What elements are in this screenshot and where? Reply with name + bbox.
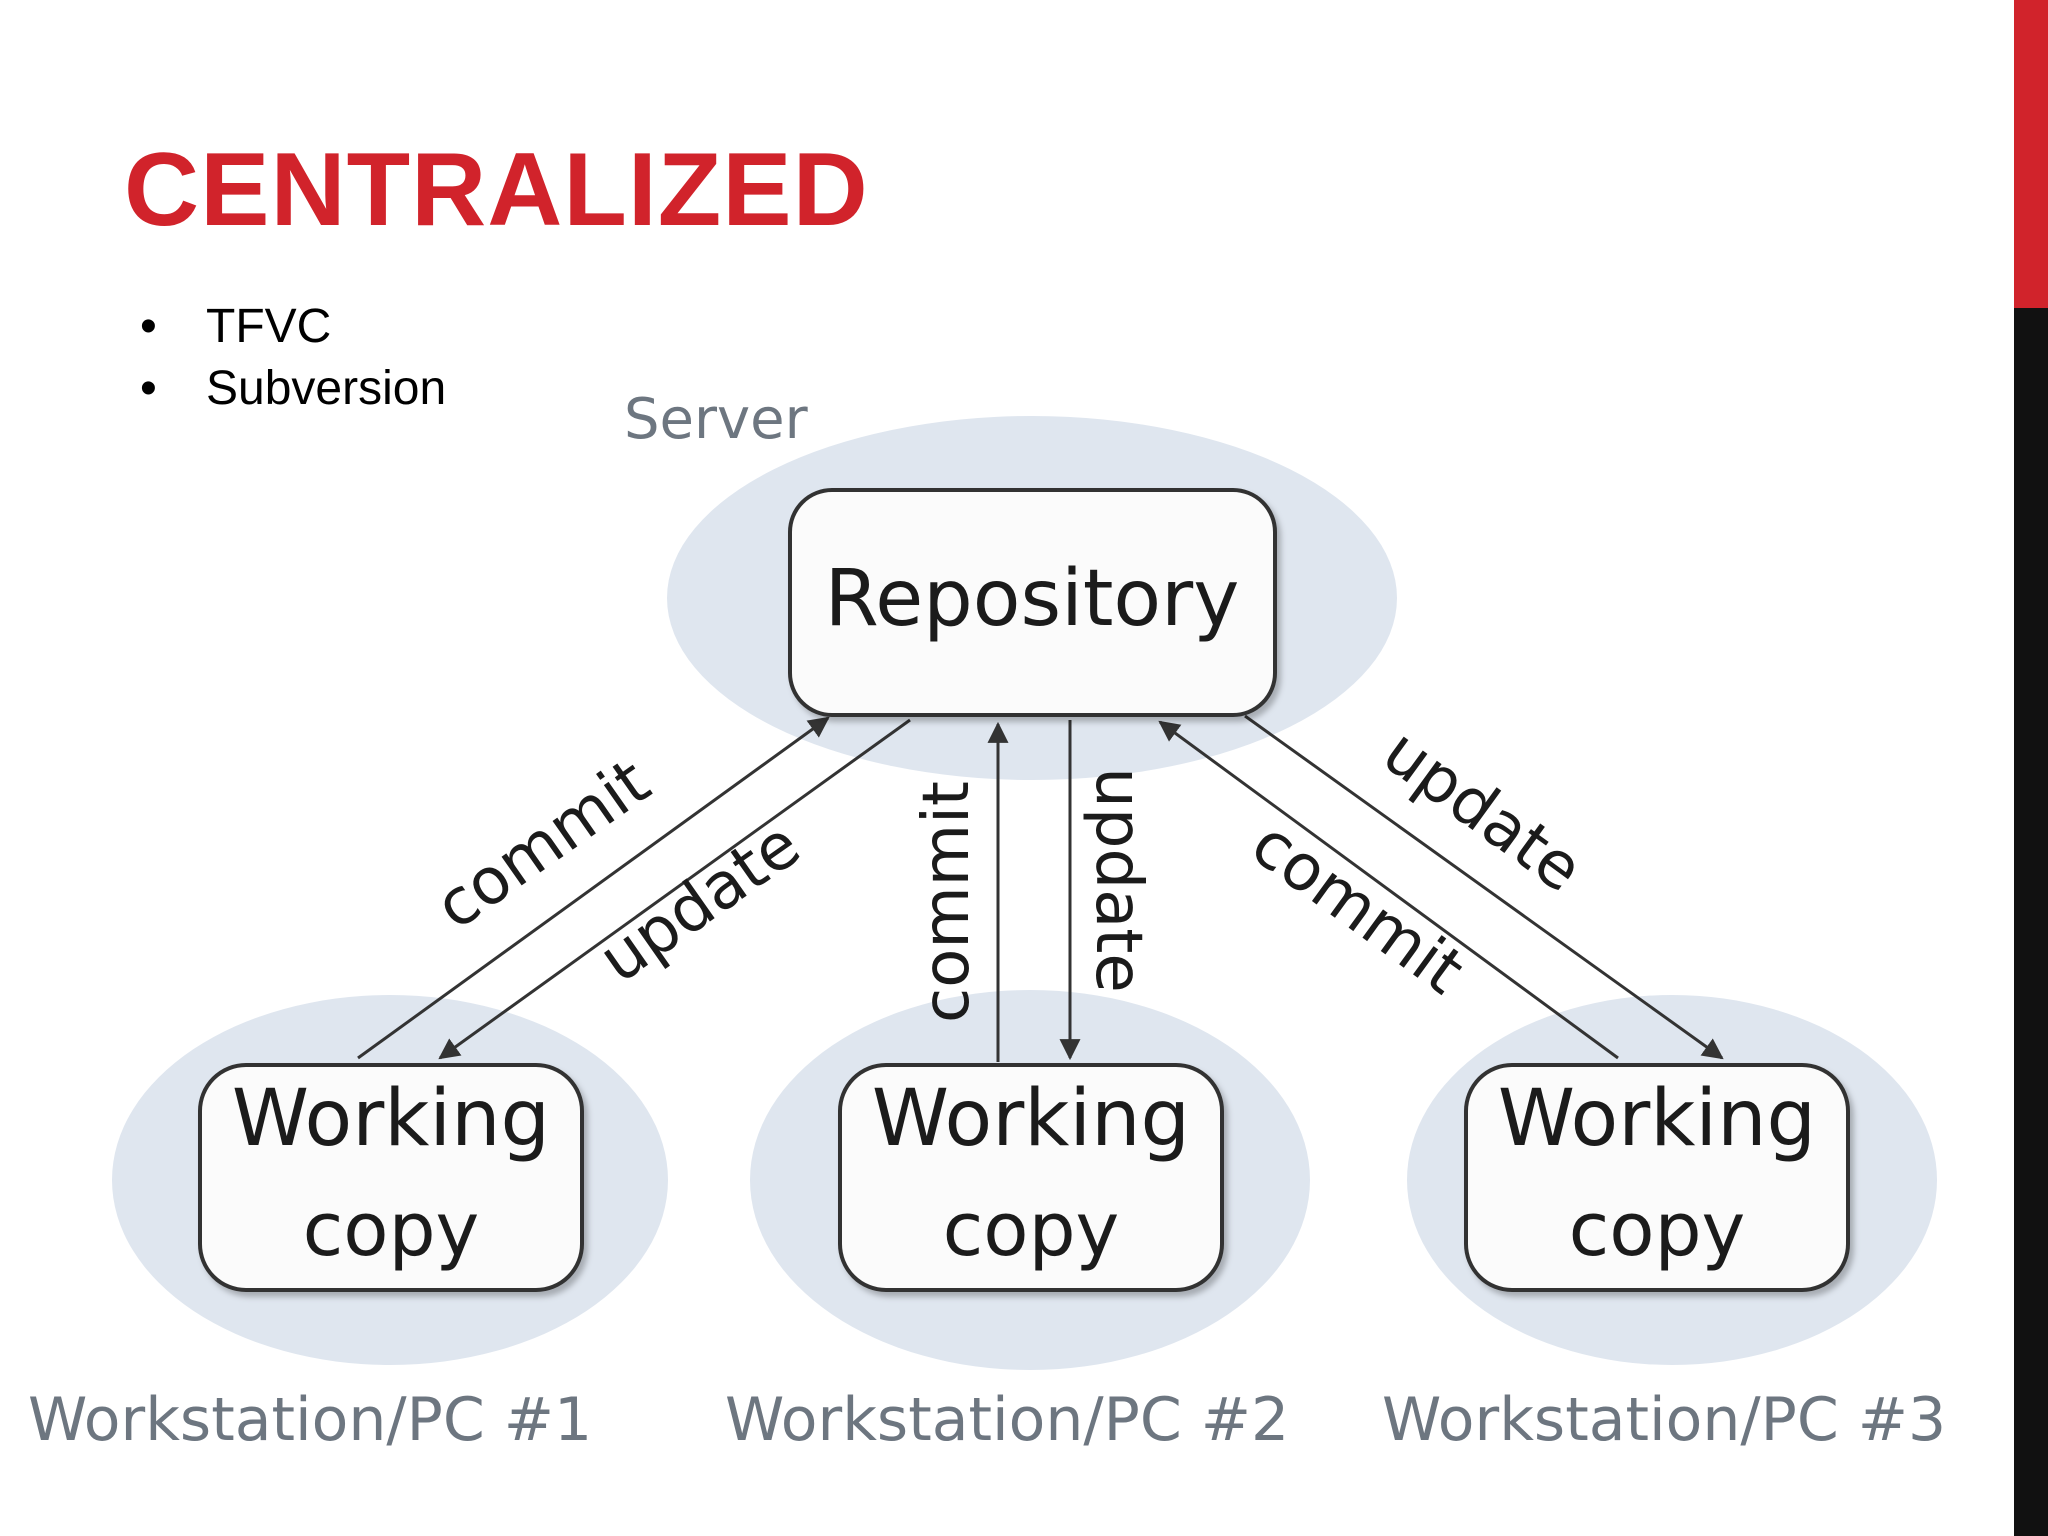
update-label-ws2: update xyxy=(1081,767,1155,993)
working-copy-box xyxy=(1464,1063,1850,1292)
repository-box xyxy=(788,488,1277,717)
workstation-label-2: Workstation/PC #2 xyxy=(725,1385,1289,1455)
working-copy-2: Working copy xyxy=(838,1063,1224,1292)
arrow-update-ws3 xyxy=(1244,714,1724,1060)
commit-label-ws2: commit xyxy=(910,781,984,1023)
bullet-list: • TFVC • Subversion xyxy=(140,296,446,420)
accent-bar-red xyxy=(2014,0,2048,308)
working-copy-line2: copy xyxy=(943,1187,1120,1273)
working-copy-line1: Working xyxy=(232,1074,550,1164)
arrow-commit-ws3 xyxy=(1158,720,1619,1060)
update-label-ws1: update xyxy=(586,808,813,998)
repository-label: Repository xyxy=(825,554,1240,644)
working-copy-1: Working copy xyxy=(198,1063,584,1292)
bullet-item-subversion: • Subversion xyxy=(140,358,446,420)
bullet-dot-icon: • xyxy=(140,300,157,353)
accent-bar-dark xyxy=(2014,308,2048,1536)
arrow-commit-ws1 xyxy=(357,716,830,1060)
bullet-dot-icon: • xyxy=(140,362,157,415)
working-copy-line1: Working xyxy=(1498,1074,1816,1164)
bullet-item-tfvc: • TFVC xyxy=(140,296,446,358)
arrow-update-ws1 xyxy=(438,718,911,1060)
working-copy-line2: copy xyxy=(1569,1187,1746,1273)
workstation-label-1: Workstation/PC #1 xyxy=(28,1385,592,1455)
working-copy-box xyxy=(838,1063,1224,1292)
slide-title: CENTRALIZED xyxy=(124,132,869,248)
server-label: Server xyxy=(624,387,809,452)
working-copy-3: Working copy xyxy=(1464,1063,1850,1292)
working-copy-box xyxy=(198,1063,584,1292)
commit-label-ws3: commit xyxy=(1238,807,1477,1009)
working-copy-line1: Working xyxy=(872,1074,1190,1164)
bullet-text: TFVC xyxy=(206,300,332,353)
workstation-label-3: Workstation/PC #3 xyxy=(1382,1385,1946,1455)
update-label-ws3: update xyxy=(1369,715,1595,907)
bullet-text: Subversion xyxy=(206,362,447,415)
working-copy-line2: copy xyxy=(303,1187,480,1273)
